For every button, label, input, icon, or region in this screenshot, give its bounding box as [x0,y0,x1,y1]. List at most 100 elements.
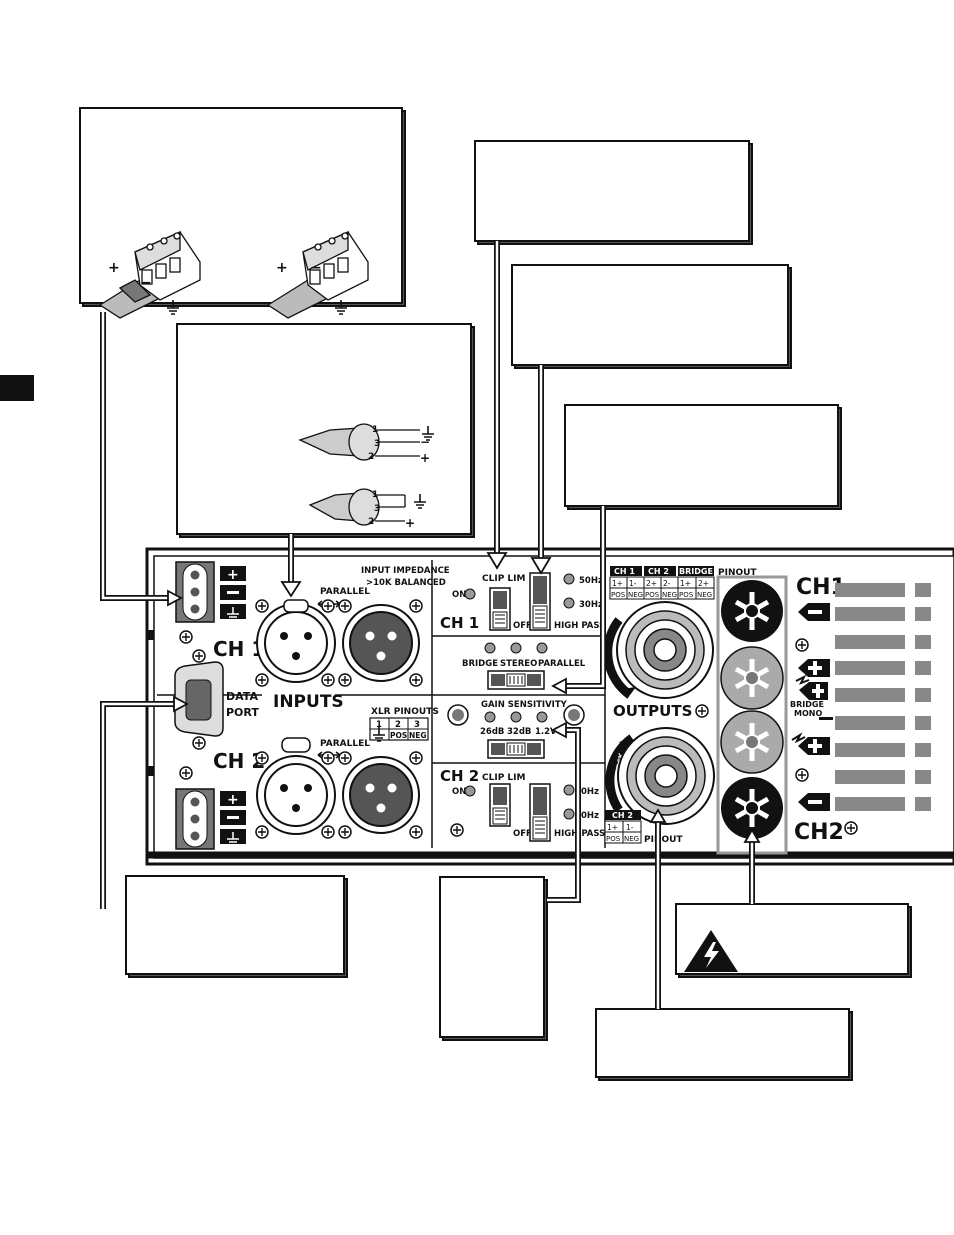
svg-text:PINOUT: PINOUT [644,835,683,845]
ch2-input-terminal-block[interactable]: + [175,788,246,850]
gain-sensitivity-switch[interactable] [487,739,545,759]
svg-text:2: 2 [395,720,401,730]
mode-switch[interactable] [487,670,545,690]
ch1-high-pass-switch[interactable] [529,572,551,631]
warning-bolt-icon [684,930,738,972]
svg-text:PARALLEL: PARALLEL [320,587,370,597]
svg-text:HIGH PASS: HIGH PASS [554,621,605,631]
svg-text:2: 2 [368,517,374,527]
svg-text:26dB: 26dB [480,727,504,737]
polarity-arrows: BRIDGE MONO [790,603,833,811]
page-tab [0,375,34,401]
svg-text:3: 3 [414,720,420,730]
svg-text:30Hz: 30Hz [579,600,603,610]
svg-text:POS: POS [679,591,694,599]
svg-text:+: + [227,792,239,808]
svg-text:CLIP LIM: CLIP LIM [482,773,526,783]
terminal-block-icon: + − + − [98,230,369,319]
binding-post-ch2-pos[interactable] [720,710,784,774]
svg-text:50Hz: 50Hz [579,576,603,586]
svg-text:0Hz: 0Hz [581,787,599,797]
svg-text:STEREO: STEREO [500,659,537,669]
svg-text:ON: ON [452,590,466,600]
svg-text:BRIDGE: BRIDGE [462,659,498,669]
binding-post-ch1-neg[interactable] [721,580,783,642]
svg-text:POS: POS [606,835,621,843]
svg-text:2-: 2- [663,579,671,588]
svg-text:POS: POS [611,591,626,599]
outputs-label: OUTPUTS [613,702,692,720]
ch1-speakon-output[interactable]: LOCK [603,601,714,699]
data-port-connector[interactable] [174,649,224,750]
callout-clip-limiter [474,140,753,245]
pinout-table-ch1: CH 1 CH 2 BRIDGE 1+ 1- 2+ 2- 1+ 2+ POS N… [609,566,715,600]
svg-text:GAIN SENSITIVITY: GAIN SENSITIVITY [481,700,568,710]
svg-text:DATA: DATA [226,690,258,703]
ch2-speakon-output[interactable]: LOCK [605,727,715,825]
svg-text:1: 1 [372,425,378,435]
svg-text:CH 1: CH 1 [614,567,635,576]
callout-terminal-block [79,107,406,307]
xlr-wiring-illustration: 1 3 2 − + 1 3 2 + [298,423,435,530]
pinout-table-ch2: CH 2 1+ 1- POS NEG [604,810,642,844]
ch2-balance-knob[interactable] [563,704,585,726]
ch2-clip-limiter-switch[interactable] [489,783,511,827]
ch1-clip-limiter-switch[interactable] [489,587,511,631]
inputs-label: INPUTS [273,692,344,712]
output-label-bars [835,583,931,811]
svg-text:2: 2 [368,452,374,462]
binding-post-ch1-pos[interactable] [720,646,784,710]
leader-lines [100,241,761,1009]
svg-text:CH 2: CH 2 [612,811,633,820]
svg-text:INPUT IMPEDANCE: INPUT IMPEDANCE [361,566,450,576]
svg-text:NEG: NEG [624,835,639,843]
svg-text:−: − [140,275,152,291]
ch1-input-terminal-block[interactable]: + [175,561,246,623]
ch2-output-title: CH2 [794,820,844,845]
svg-text:−: − [420,435,430,449]
callout-speakon [595,1008,853,1081]
svg-text:PINOUT: PINOUT [718,568,757,578]
svg-text:CH 2: CH 2 [440,767,479,785]
ch1-balance-knob[interactable] [447,704,469,726]
binding-post-ch2-neg[interactable] [721,777,783,839]
svg-text:1-: 1- [626,823,634,832]
svg-text:NEG: NEG [628,591,643,599]
svg-text:+: + [108,260,120,276]
svg-text:CH 1: CH 1 [440,614,479,632]
svg-text:CLIP LIM: CLIP LIM [482,574,526,584]
ch1-xlr-input-female[interactable] [256,599,336,683]
svg-text:CH 2: CH 2 [648,567,669,576]
svg-text:MONO: MONO [794,709,822,718]
callout-high-pass [511,264,792,369]
svg-text:2+: 2+ [646,579,657,588]
callout-mode-switch [564,404,842,510]
svg-text:BRIDGE: BRIDGE [790,700,824,709]
ch2-high-pass-switch[interactable] [529,783,551,842]
svg-text:1-: 1- [629,579,637,588]
svg-text:XLR PINOUTS: XLR PINOUTS [371,707,439,717]
ch2-xlr-input-female[interactable] [256,737,336,835]
svg-text:1: 1 [376,720,382,730]
svg-text:3: 3 [374,504,380,514]
svg-text:OFF: OFF [513,621,532,631]
svg-text:0Hz: 0Hz [581,811,599,821]
callout-data-port [125,875,348,978]
svg-text:+: + [276,260,288,276]
svg-text:1+: 1+ [612,579,623,588]
svg-text:POS: POS [645,591,660,599]
svg-text:ON: ON [452,787,466,797]
svg-text:NEG: NEG [409,731,427,740]
svg-text:NEG: NEG [697,591,712,599]
svg-text:PORT: PORT [226,706,259,719]
svg-text:32dB: 32dB [507,727,531,737]
svg-text:1: 1 [372,490,378,500]
svg-text:>10K BALANCED: >10K BALANCED [366,578,446,588]
ch1-xlr-parallel-male[interactable] [342,604,420,682]
svg-text:1.2V: 1.2V [535,727,557,737]
svg-text:+: + [405,516,415,530]
svg-text:PARALLEL: PARALLEL [320,739,370,749]
svg-text:BRIDGE: BRIDGE [679,567,713,576]
ch2-xlr-parallel-male[interactable] [342,756,420,834]
